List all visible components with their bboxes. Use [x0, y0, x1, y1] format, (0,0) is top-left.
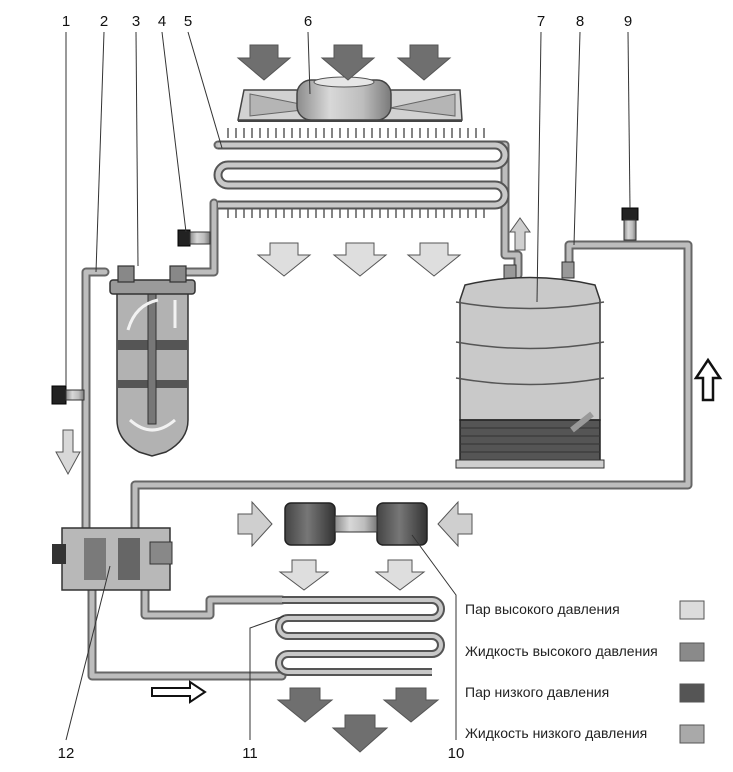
callout-10: 10 — [448, 745, 465, 762]
legend: Пар высокого давления Жидкость высокого … — [465, 600, 705, 744]
callout-2: 2 — [100, 13, 108, 30]
callout-5: 5 — [184, 13, 192, 30]
service-valve-9 — [621, 207, 639, 241]
callout-12: 12 — [58, 745, 75, 762]
pressure-switch-4 — [177, 229, 211, 247]
condenser-fan — [237, 76, 463, 122]
expansion-valve — [52, 527, 173, 591]
legend-label: Жидкость высокого давления — [465, 643, 658, 659]
legend-label: Пар высокого давления — [465, 601, 620, 617]
legend-item: Пар низкого давления — [465, 683, 705, 703]
compressor — [455, 261, 605, 469]
legend-swatch — [679, 683, 705, 703]
airflow-arrows — [55, 44, 723, 753]
condenser — [213, 128, 510, 218]
pipes — [81, 140, 693, 681]
evaporator — [275, 596, 445, 676]
leader-lines — [65, 31, 631, 741]
callout-9: 9 — [624, 13, 632, 30]
receiver-drier — [109, 265, 196, 457]
callout-7: 7 — [537, 13, 545, 30]
callout-8: 8 — [576, 13, 584, 30]
callout-4: 4 — [158, 13, 166, 30]
legend-item: Пар высокого давления — [465, 600, 705, 620]
legend-swatch — [679, 600, 705, 620]
legend-label: Пар низкого давления — [465, 684, 609, 700]
legend-label: Жидкость низкого давления — [465, 725, 647, 741]
legend-item: Жидкость высокого давления — [465, 642, 705, 662]
callout-11: 11 — [242, 745, 258, 762]
legend-item: Жидкость низкого давления — [465, 724, 705, 744]
legend-swatch — [679, 724, 705, 744]
service-valve-1 — [51, 385, 85, 405]
legend-swatch — [679, 642, 705, 662]
callout-6: 6 — [304, 13, 312, 30]
callout-1: 1 — [62, 13, 70, 30]
blower-motor — [284, 502, 428, 546]
callout-3: 3 — [132, 13, 140, 30]
callout-numbers: 1 2 3 4 5 6 7 8 9 10 11 12 — [58, 13, 633, 762]
